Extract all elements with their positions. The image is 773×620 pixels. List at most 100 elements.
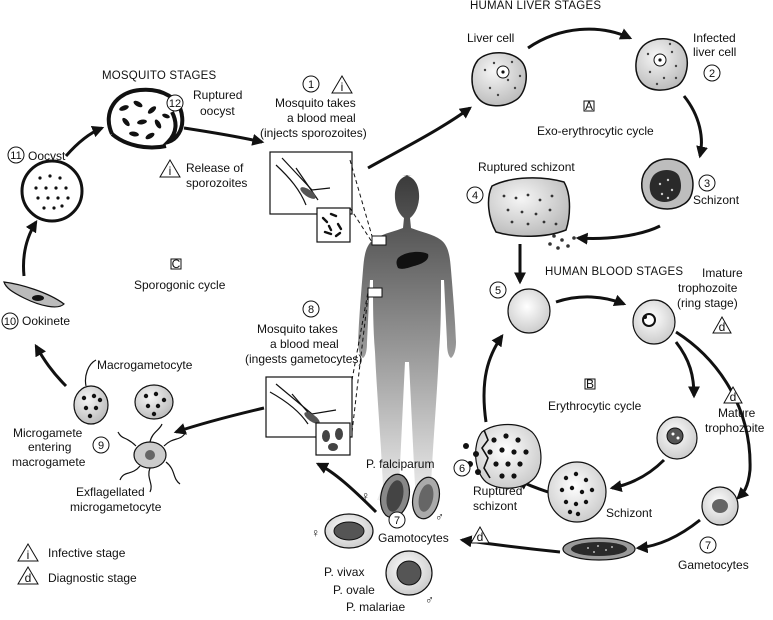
exflagellated-microgametocyte <box>117 423 187 493</box>
header-blood-stages: HUMAN BLOOD STAGES <box>545 266 683 278</box>
arrow-ring-to-gametocyte <box>675 330 752 500</box>
label-mature-1: Mature <box>718 406 756 420</box>
connector-blood-2 <box>351 295 369 433</box>
infected-liver-cell <box>635 38 689 91</box>
arrow-ookinete-to-oocyst <box>22 219 38 277</box>
gametocyte-other-male <box>385 550 433 596</box>
arrow-oocyst-to-mosquito <box>183 126 265 146</box>
cycle-b-label: Erythrocytic cycle <box>548 399 642 413</box>
mature-trophozoite <box>656 416 698 460</box>
step-1-badge <box>302 75 320 93</box>
arrow-ruptured-to-rbc <box>482 334 504 423</box>
arrow-zygote-to-ookinete <box>34 343 68 388</box>
male-symbol-1: ♂ <box>435 510 444 524</box>
step-7b-number: 7 <box>394 515 400 527</box>
label-infected-2: liver cell <box>693 45 736 59</box>
label-gamotocytes: Gamotocytes <box>378 531 449 545</box>
liver-inset-marker <box>371 235 387 246</box>
label-schizont-liver: Schizont <box>693 193 740 207</box>
liver-cell <box>471 52 528 107</box>
gametocyte-other-female <box>324 513 374 549</box>
legend-diagnostic-symbol: d <box>25 571 32 585</box>
label-s1-line2: a blood meal <box>287 111 356 125</box>
label-infected-1: Infected <box>693 31 736 45</box>
label-release-1: Release of <box>186 161 244 175</box>
arrow-mosquito-to-liver <box>367 106 472 170</box>
step-2-badge <box>703 64 721 82</box>
step-6-number: 6 <box>459 463 465 475</box>
diagnostic-symbol-ring: d <box>719 320 726 334</box>
gametocyte-p-falciparum-male <box>411 476 441 520</box>
step-6-badge <box>453 459 471 477</box>
label-immature-1: Imature <box>702 266 743 280</box>
connector-liver-1 <box>349 159 373 237</box>
label-micro-1: Microgamete <box>13 426 83 440</box>
gametocyte-round <box>701 486 739 526</box>
label-liver-cell: Liver cell <box>467 31 514 45</box>
legend-infective-label: Infective stage <box>48 546 126 560</box>
label-immature-2: trophozoite <box>678 281 738 295</box>
infective-icon-legend <box>17 543 39 562</box>
step-9-number: 9 <box>98 440 104 452</box>
step-4-badge <box>466 186 484 204</box>
step-11-number: 11 <box>10 150 21 162</box>
step-12-badge <box>166 94 184 112</box>
female-symbol-1: ♀ <box>361 489 370 503</box>
label-s8-line1: Mosquito takes <box>257 322 338 336</box>
label-release-2: sporozoites <box>186 176 247 190</box>
step-8-number: 8 <box>308 304 314 316</box>
label-micro-2: entering <box>28 440 71 454</box>
arrow-mature-to-schizont <box>609 458 666 492</box>
legend: i Infective stage d Diagnostic stage <box>17 543 137 585</box>
cycle-c-label: Sporogonic cycle <box>134 278 226 292</box>
diagnostic-icon-ring <box>712 315 732 334</box>
blood-schizont <box>547 461 607 523</box>
macrogametocyte-entering <box>73 359 109 425</box>
infective-symbol-2: i <box>169 164 172 178</box>
label-micro-3: macrogamete <box>12 455 86 469</box>
gametocyte-crescent <box>562 537 636 561</box>
label-p-falciparum: P. falciparum <box>366 457 434 471</box>
male-symbol-2: ♂ <box>425 593 434 607</box>
step-8-badge <box>302 300 320 318</box>
label-p-ovale: P. ovale <box>333 583 375 597</box>
step-2-number: 2 <box>709 68 715 80</box>
label-s8-line2: a blood meal <box>270 337 339 351</box>
diagnostic-symbol-mature: d <box>730 390 737 404</box>
step-7-number: 7 <box>705 540 711 552</box>
ruptured-schizont-blood <box>463 423 542 489</box>
label-ruptured-1: Ruptured <box>473 484 522 498</box>
label-mature-2: trophozoite <box>705 421 765 435</box>
label-s8-line3: (ingests gametocytes) <box>245 352 362 366</box>
step-9-badge <box>92 436 110 454</box>
legend-infective-symbol: i <box>27 548 30 562</box>
label-gametocytes: Gametocytes <box>678 558 749 572</box>
label-ruptured-schizont-liver: Ruptured schizont <box>478 160 575 174</box>
cycle-a-box <box>583 100 595 112</box>
diagnostic-symbol-gamotocytes: d <box>477 530 484 544</box>
step-5-badge <box>489 281 507 299</box>
diagnostic-icon-mature <box>723 385 743 404</box>
arrow-ingests-to-zygote <box>173 406 265 435</box>
label-p-vivax: P. vivax <box>324 565 364 579</box>
rbc-merozoite <box>507 288 551 334</box>
mosquito-inset-ingests <box>265 376 353 456</box>
label-exfl-2: microgametocyte <box>70 500 162 514</box>
step-3-number: 3 <box>704 178 710 190</box>
header-liver-stages: HUMAN LIVER STAGES <box>470 0 601 12</box>
step-11-badge <box>7 146 25 164</box>
diagnostic-icon-gamotocytes <box>470 525 490 544</box>
arrow-ring-to-mature <box>674 341 700 399</box>
step-4-number: 4 <box>472 190 478 202</box>
legend-diagnostic-label: Diagnostic stage <box>48 571 137 585</box>
arrow-blood-to-gamotocytes <box>459 535 561 554</box>
diagnostic-icon-legend <box>17 566 39 585</box>
liver-schizont <box>641 158 694 210</box>
step-1-number: 1 <box>308 79 314 91</box>
connector-blood-1 <box>351 291 369 381</box>
infective-icon-2 <box>159 159 181 178</box>
label-ruptured-oocyst-1: Ruptured <box>193 88 242 102</box>
label-s1-line1: Mosquito takes <box>275 96 356 110</box>
